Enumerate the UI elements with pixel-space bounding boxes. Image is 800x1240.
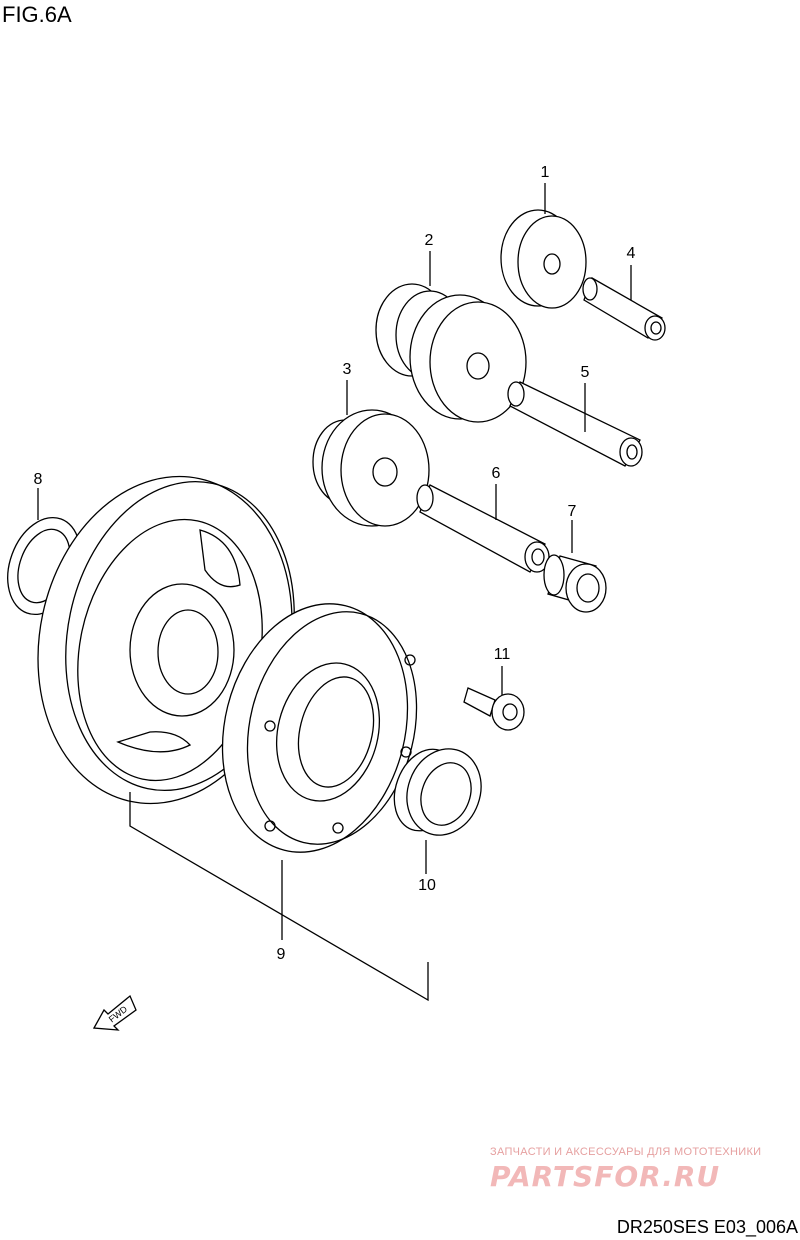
callout-9: 9 (276, 946, 286, 963)
part-10-bearing (393, 748, 482, 874)
watermark-logo: PARTSFOR.RU (490, 1160, 721, 1193)
callout-8: 8 (33, 471, 43, 488)
watermark-subtitle: ЗАПЧАСТИ И АКСЕССУАРЫ ДЛЯ МОТОТЕХНИКИ (490, 1146, 762, 1158)
callout-3: 3 (342, 361, 352, 378)
part-9-bracket-line (129, 792, 429, 1002)
part-1-gear (500, 183, 587, 309)
figure-code: DR250SES E03_006A (616, 1217, 798, 1237)
fwd-arrow-icon: FWD (92, 994, 137, 1031)
part-2-cluster-gear (375, 251, 527, 423)
part-4-pin (582, 265, 666, 341)
part-9-clutch-housing (221, 603, 418, 853)
part-11-bolt (463, 666, 525, 731)
callout-7: 7 (567, 503, 577, 520)
callout-11: 11 (493, 646, 511, 663)
callout-6: 6 (491, 465, 501, 482)
part-7-bushing (543, 520, 607, 613)
callout-1: 1 (540, 164, 550, 181)
callout-4: 4 (626, 245, 636, 262)
callout-5: 5 (580, 364, 590, 381)
figure-title: FIG.6A (2, 2, 72, 27)
callout-2: 2 (424, 232, 434, 249)
part-5-shaft (507, 381, 643, 467)
callout-10: 10 (418, 877, 436, 894)
part-3-gear (312, 380, 430, 527)
part-6-shaft (416, 484, 550, 573)
